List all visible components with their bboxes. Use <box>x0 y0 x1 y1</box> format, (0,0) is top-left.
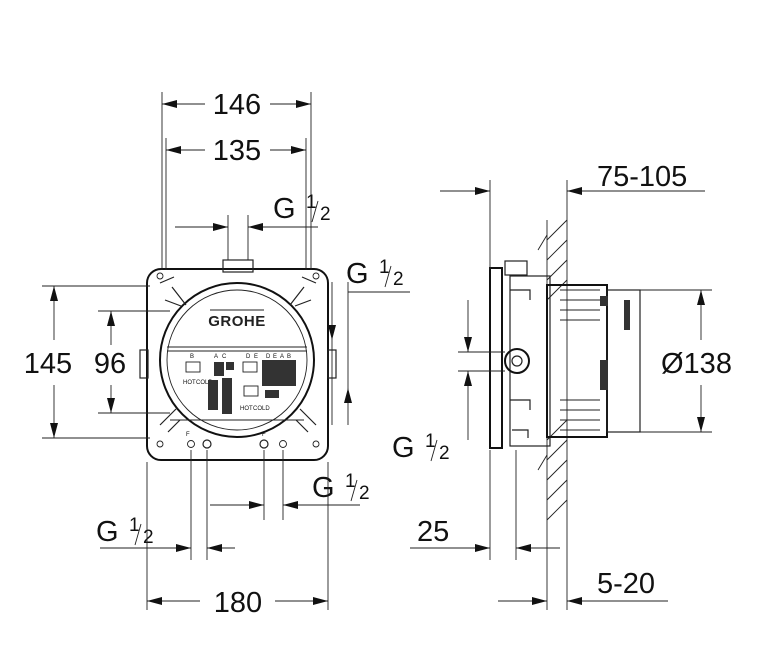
thread-side-base: G <box>392 432 415 464</box>
outlet-label-c: C <box>222 354 227 360</box>
thread-bottom-right-base: G <box>312 472 335 504</box>
thread-label-bottom-right: G 1 2 <box>312 471 370 504</box>
thread-right-den: 2 <box>393 269 404 290</box>
left-side-connector <box>139 349 149 379</box>
thread-bottom-left-den: 2 <box>143 527 154 548</box>
outlet-labels: B A C D E D E A B HOT COLD HOT COLD <box>183 354 291 412</box>
outlet-label-b2: B <box>287 354 291 360</box>
top-inlet-nipple <box>222 259 254 273</box>
thread-label-side: G 1 2 <box>392 431 450 464</box>
instruction-pictograms <box>185 360 296 414</box>
side-mounting-plate <box>489 267 503 449</box>
bottom-ports: F F <box>186 432 287 449</box>
thread-right-num: 1 <box>379 257 390 278</box>
valve-cylinder <box>546 284 608 438</box>
side-view: 75-105 Ø138 G 1 2 25 <box>392 161 732 610</box>
side-top-nipple <box>504 260 528 276</box>
supply-label-cold: COLD <box>196 380 213 386</box>
dim-height-outer: 145 <box>24 348 72 380</box>
dim-offset: 25 <box>417 516 449 548</box>
supply-label-hot: HOT <box>183 380 196 386</box>
supply-label-cold-2: COLD <box>253 406 270 412</box>
thread-label-right: G 1 2 <box>346 257 404 290</box>
side-inlet-socket <box>504 348 530 374</box>
outlet-label-d: D <box>246 354 251 360</box>
thread-label-bottom-left: G 1 2 <box>96 515 154 548</box>
thread-right-base: G <box>346 258 369 290</box>
dim-diameter: Ø138 <box>661 348 732 380</box>
dim-wall-thickness: 5-20 <box>597 568 655 600</box>
grohe-logo: GROHE <box>208 313 266 330</box>
thread-top-base: G <box>273 193 296 225</box>
front-view: GROHE B A C D E D E A B HOT COLD HOT COL… <box>24 89 410 619</box>
dim-height-inner: 96 <box>94 348 126 380</box>
thread-side-num: 1 <box>425 431 436 452</box>
valve-body-circle <box>159 282 315 438</box>
outlet-label-e2: E <box>273 354 277 360</box>
port-label-f-right: F <box>262 432 266 438</box>
thread-side-den: 2 <box>439 443 450 464</box>
outlet-label-a2: A <box>280 354 284 360</box>
corner-brackets <box>156 272 320 448</box>
thread-bottom-right-den: 2 <box>359 483 370 504</box>
dim-width-inner: 135 <box>213 135 261 167</box>
valve-cap <box>606 289 641 433</box>
outlet-label-e: E <box>254 354 258 360</box>
outlet-label-a: A <box>214 354 218 360</box>
outlet-label-d2: D <box>266 354 271 360</box>
front-mounting-plate <box>146 268 329 461</box>
side-housing <box>509 275 551 447</box>
thread-label-top: G 1 2 <box>273 192 331 225</box>
wall-section <box>537 219 568 521</box>
dim-depth-range: 75-105 <box>597 161 687 193</box>
outlet-label-b: B <box>190 354 194 360</box>
supply-label-hot-2: HOT <box>240 406 253 412</box>
thread-bottom-left-base: G <box>96 516 119 548</box>
cylinder-ribs <box>560 289 630 431</box>
thread-bottom-left-num: 1 <box>129 515 140 536</box>
port-label-f-left: F <box>186 432 190 438</box>
thread-top-den: 2 <box>320 204 331 225</box>
dim-width-outer: 146 <box>213 89 261 121</box>
thread-top-num: 1 <box>306 192 317 213</box>
dim-width-bottom: 180 <box>214 587 262 619</box>
thread-bottom-right-num: 1 <box>345 471 356 492</box>
